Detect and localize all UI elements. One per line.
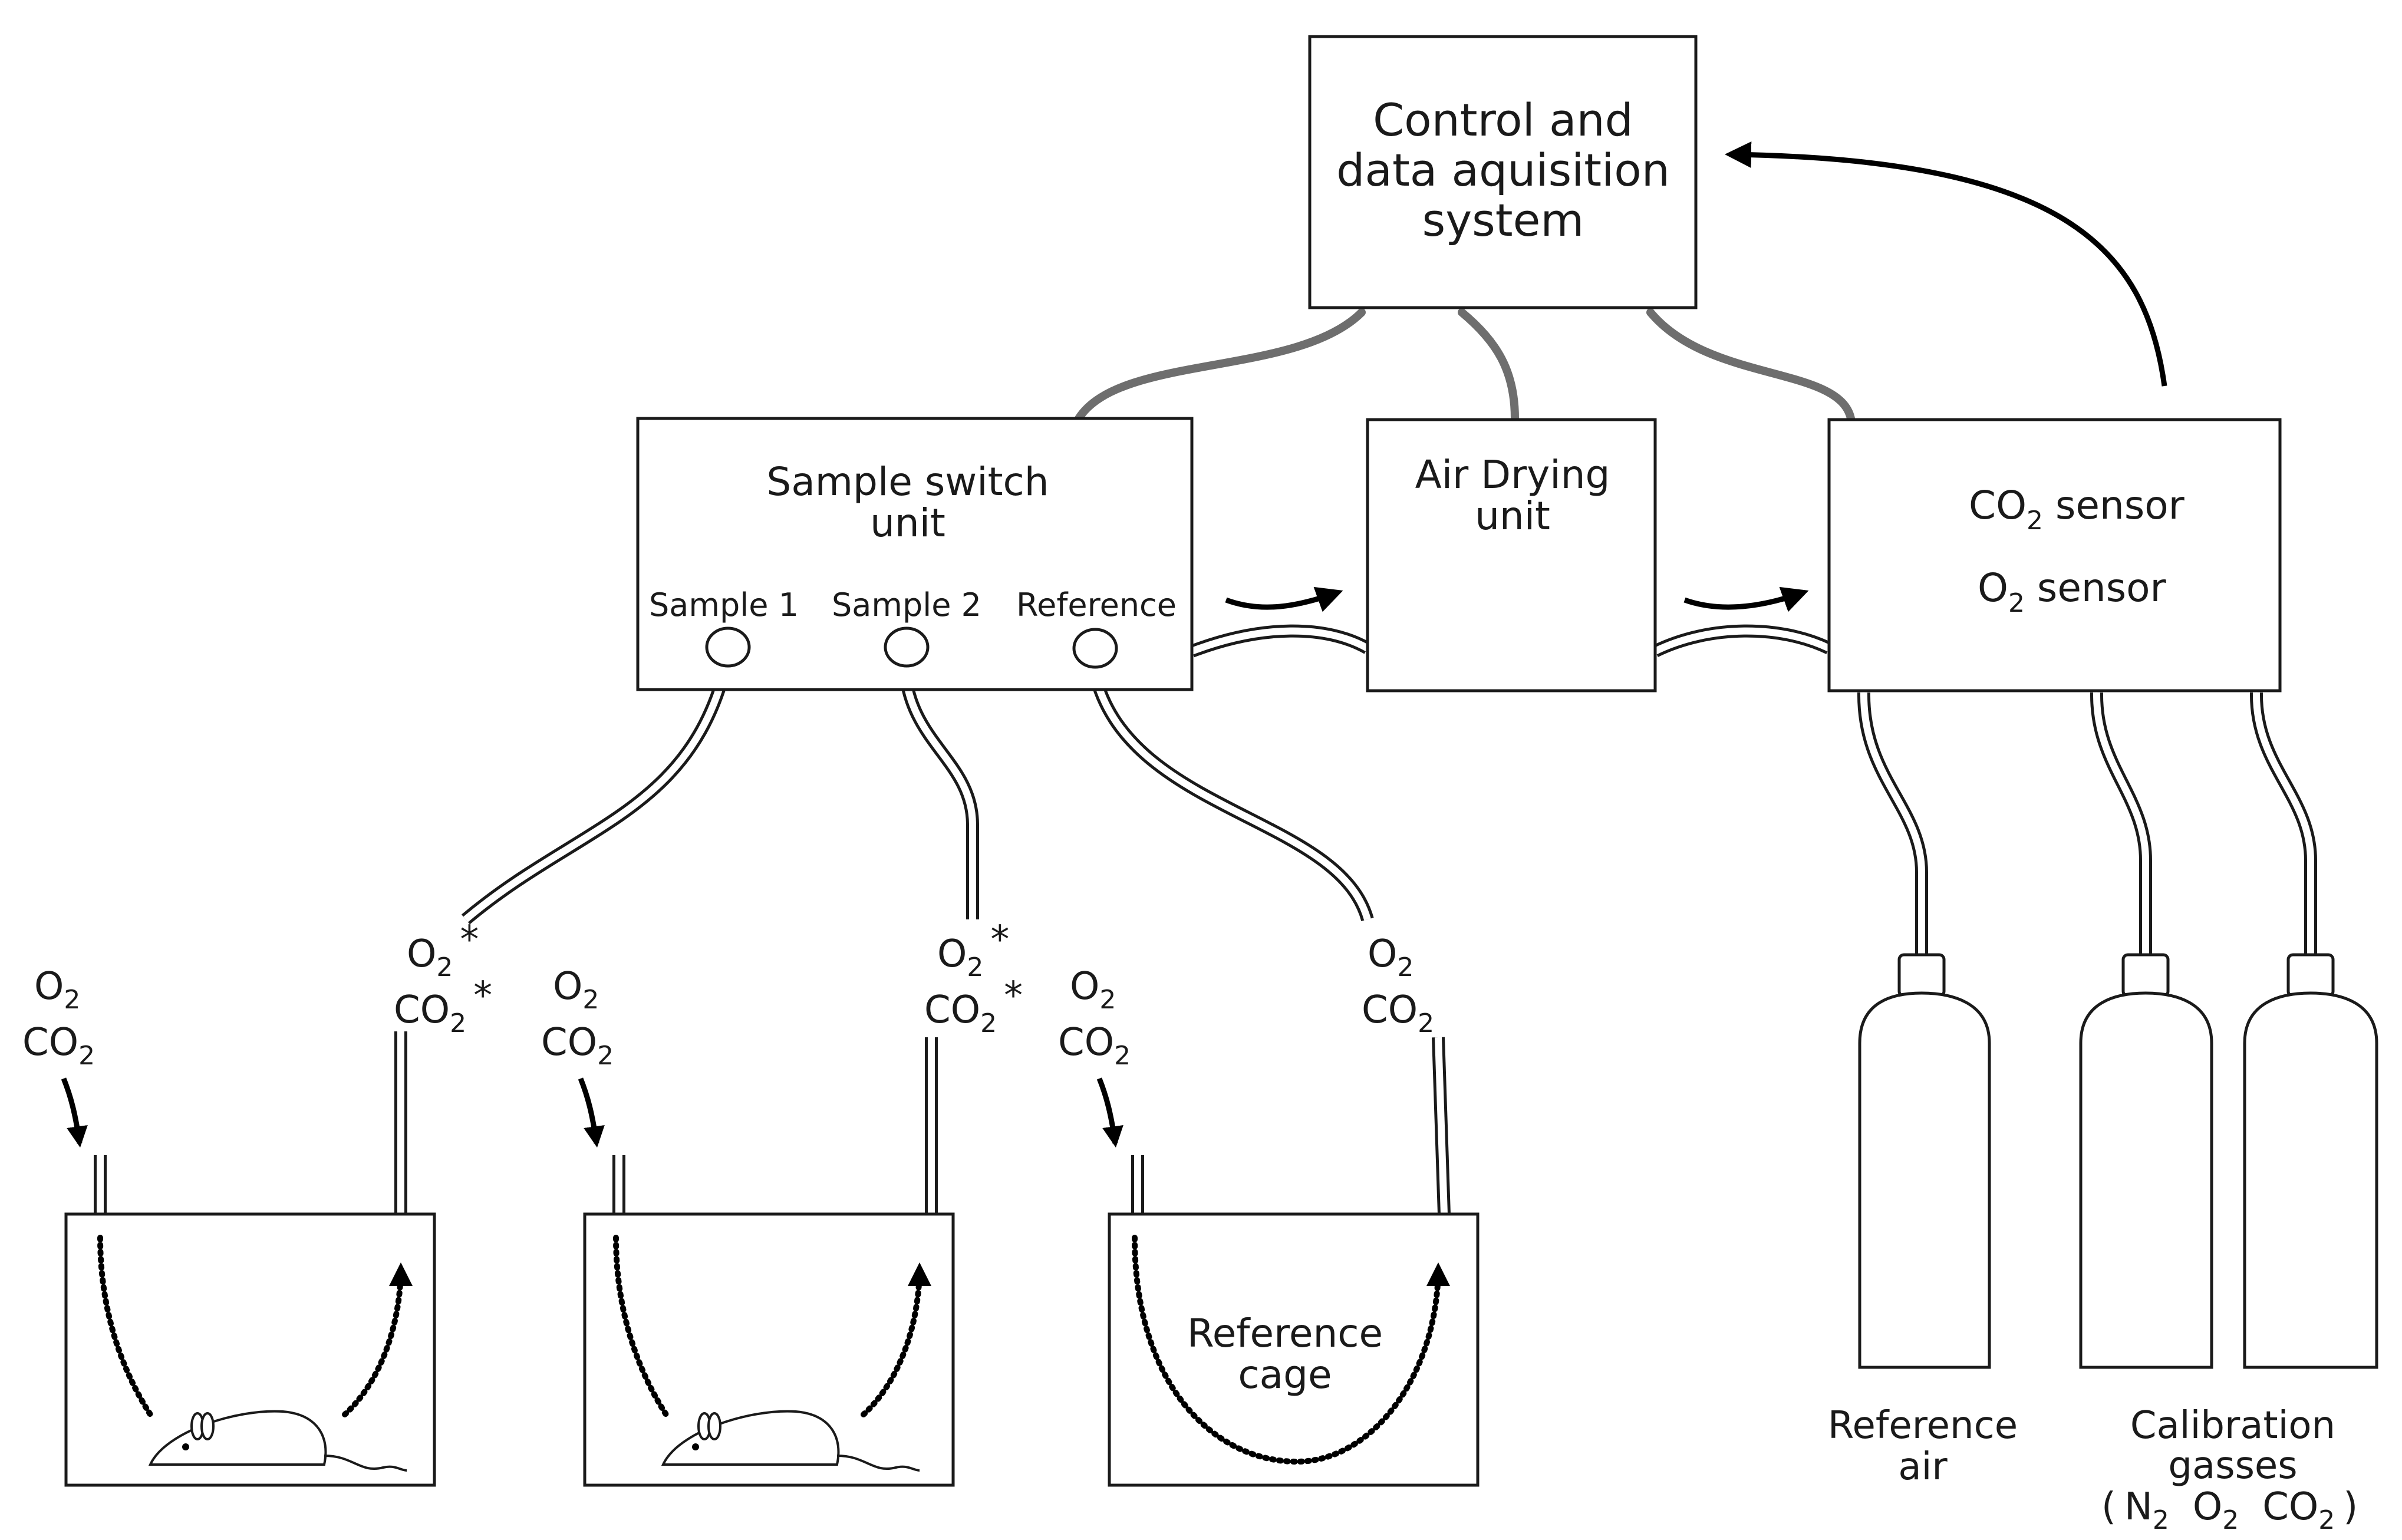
port-sample-2 <box>884 626 930 668</box>
reference-air-line1: Reference <box>1828 1404 2018 1447</box>
flow-arrows <box>61 141 2167 1148</box>
gas-out-o2-2: O2* <box>937 918 1009 982</box>
gas-in-co2-1: CO2 <box>22 1021 95 1071</box>
gas-labels: O2 CO2 O2* CO2* O2 CO2 O2* CO2* O2 CO2 O… <box>22 918 1434 1071</box>
port-label-sample-2: Sample 2 <box>832 586 981 624</box>
control-line1: Control and <box>1373 94 1633 146</box>
port-label-reference: Reference <box>1016 586 1177 624</box>
sensor-unit: CO2 sensor O2 sensor <box>1827 418 2282 692</box>
gas-in-co2-2: CO2 <box>541 1021 614 1071</box>
control-unit: Control and data aquisition system <box>1308 35 1698 309</box>
calibration-line1: Calibration <box>2130 1404 2335 1447</box>
sample-switch-unit: Sample switch unit Sample 1 Sample 2 Ref… <box>636 417 1194 691</box>
calibration-cylinder-1 <box>2079 953 2213 1369</box>
data-arrow <box>1725 141 2167 387</box>
animal-cage-1 <box>64 1212 436 1487</box>
drying-line1: Air Drying <box>1415 452 1610 497</box>
gas-out-o2-3: O2 <box>1368 932 1413 982</box>
calibration-cylinder-2 <box>2243 953 2378 1369</box>
switch-line1: Sample switch <box>766 459 1049 504</box>
gas-out-co2-1: CO2* <box>394 974 492 1038</box>
mouse-icon <box>148 1410 407 1472</box>
inflow-arrow-1 <box>61 1077 88 1148</box>
sample-tubes <box>94 663 1451 1215</box>
port-label-sample-1: Sample 1 <box>649 586 799 624</box>
gas-in-o2-3: O2 <box>1070 965 1116 1015</box>
inflow-arrow-3 <box>1096 1077 1123 1148</box>
air-drying-unit: Air Drying unit <box>1366 418 1657 692</box>
reference-cage: Reference cage <box>1108 1212 1480 1487</box>
reference-air-cylinder <box>1858 953 1991 1369</box>
calibration-line2: gasses <box>2168 1444 2297 1488</box>
gas-out-o2-1: O2* <box>407 918 479 982</box>
reference-cage-line1: Reference <box>1187 1311 1383 1356</box>
port-sample-1 <box>705 626 751 668</box>
reference-cage-line2: cage <box>1238 1352 1332 1397</box>
gas-in-co2-3: CO2 <box>1058 1021 1131 1071</box>
flow-arrow-to-sensor <box>1683 586 1809 612</box>
cylinder-tubes <box>1857 692 2317 955</box>
gas-out-co2-3: CO2 <box>1362 988 1434 1038</box>
reference-air-line2: air <box>1898 1445 1948 1489</box>
control-line3: system <box>1422 194 1584 246</box>
port-reference <box>1072 628 1118 669</box>
switch-line2: unit <box>870 500 945 546</box>
drying-line2: unit <box>1475 493 1550 539</box>
flow-arrow-to-drying <box>1225 586 1343 612</box>
mouse-icon <box>661 1410 920 1472</box>
co2-sensor-label: CO2 sensor <box>1969 483 2185 536</box>
inter-unit-tubes <box>1190 624 1832 658</box>
control-line2: data aquisition <box>1336 144 1670 196</box>
gas-out-co2-2: CO2* <box>924 974 1023 1038</box>
animal-cage-2 <box>583 1212 955 1487</box>
gas-in-o2-2: O2 <box>553 965 599 1015</box>
signal-wires <box>1075 308 1855 423</box>
gas-in-o2-1: O2 <box>34 965 80 1015</box>
o2-sensor-label: O2 sensor <box>1978 565 2167 618</box>
inflow-arrow-2 <box>578 1077 605 1148</box>
